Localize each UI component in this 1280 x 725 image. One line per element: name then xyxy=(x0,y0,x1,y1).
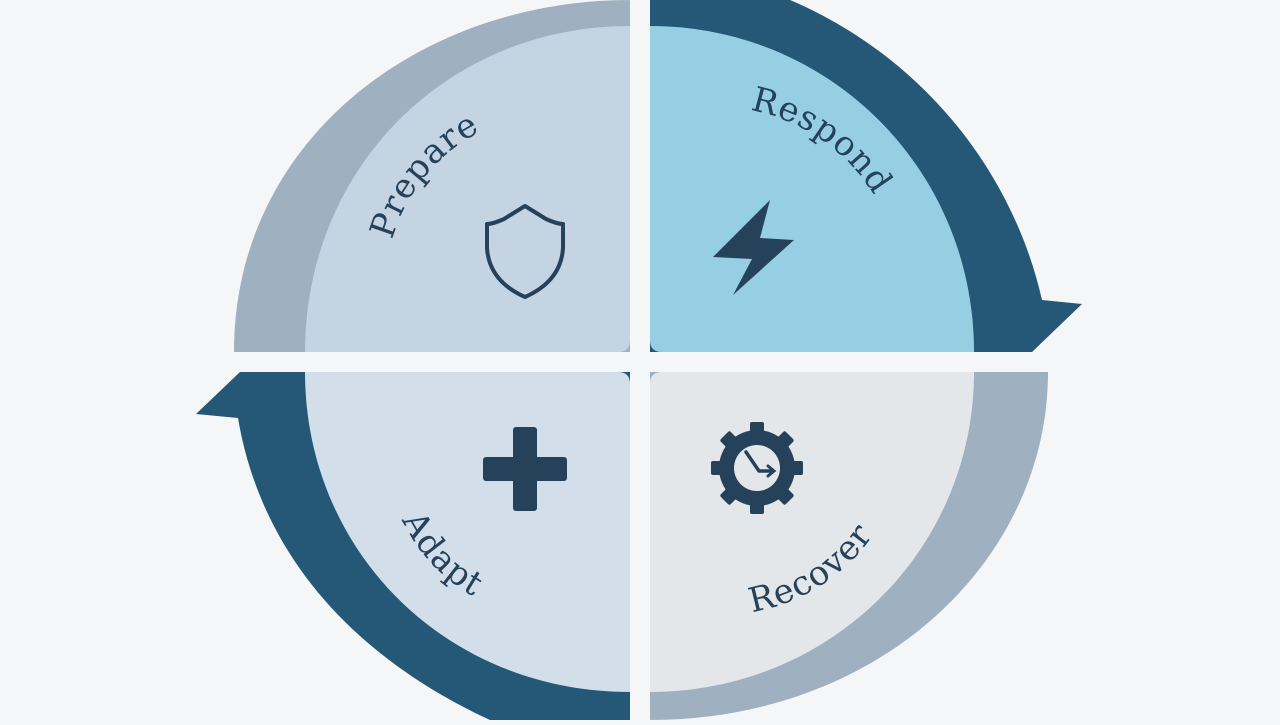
quadrant-prepare xyxy=(305,26,630,352)
quadrant-respond xyxy=(650,26,974,352)
lightning-bolt-icon xyxy=(713,200,794,295)
gear-clock-icon xyxy=(711,422,803,514)
shield-icon xyxy=(485,204,565,299)
plus-icon xyxy=(483,427,567,511)
quadrant-recover xyxy=(650,372,974,692)
quadrant-adapt xyxy=(305,372,630,692)
